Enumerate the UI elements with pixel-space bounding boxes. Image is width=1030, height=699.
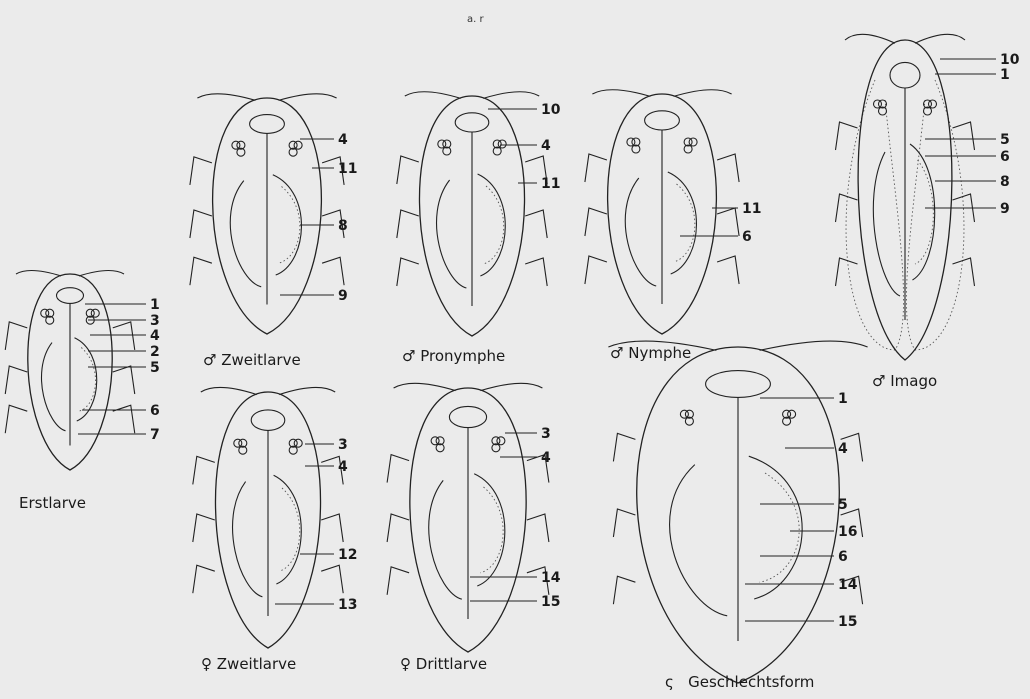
label-number: 14: [541, 570, 561, 586]
top-mark: a. r: [467, 14, 484, 25]
label-number: 5: [838, 497, 848, 513]
label-number: 4: [338, 459, 348, 475]
drawing-m-imago: [836, 34, 975, 360]
caption-sexual-form: ς Geschlechtsform: [665, 673, 814, 691]
label-number: 3: [541, 426, 551, 442]
label-number: 1: [150, 297, 160, 313]
label-number: 1: [838, 391, 848, 407]
caption-female-zweitlarve: ♀ Zweitlarve: [201, 655, 296, 673]
label-number: 16: [838, 524, 857, 540]
label-number: 4: [338, 132, 348, 148]
caption-erstlarve: Erstlarve: [19, 494, 86, 512]
label-number: 7: [150, 427, 160, 443]
caption-female-drittlarve: ♀ Drittlarve: [400, 655, 487, 673]
label-number: 15: [541, 594, 560, 610]
label-number: 6: [838, 549, 848, 565]
label-number: 8: [338, 218, 348, 234]
label-number: 9: [338, 288, 348, 304]
label-number: 12: [338, 547, 357, 563]
label-number: 3: [338, 437, 348, 453]
drawing-f-drittlarve: [387, 383, 549, 652]
drawing-m-nymphe: [585, 90, 739, 334]
label-number: 10: [541, 102, 561, 118]
label-number: 8: [1000, 174, 1010, 190]
drawing-erstlarve: [5, 271, 135, 470]
label-number: 5: [1000, 132, 1010, 148]
label-number: 10: [1000, 52, 1020, 68]
label-number: 4: [150, 328, 160, 344]
label-number: 4: [541, 450, 551, 466]
caption-male-nymphe: ♂ Nymphe: [610, 344, 691, 362]
label-number: 6: [1000, 149, 1010, 165]
label-number: 13: [338, 597, 357, 613]
label-number: 3: [150, 313, 160, 329]
label-number: 9: [1000, 201, 1010, 217]
drawing-m-pronymphe: [397, 92, 547, 336]
label-number: 6: [742, 229, 752, 245]
label-number: 1: [1000, 67, 1010, 83]
label-number: 11: [338, 161, 357, 177]
label-number: 11: [742, 201, 761, 217]
label-number: 11: [541, 176, 560, 192]
drawing-m-zweitlarve: [190, 94, 344, 334]
caption-male-imago: ♂ Imago: [872, 372, 937, 390]
label-number: 5: [150, 360, 160, 376]
label-number: 15: [838, 614, 857, 630]
caption-male-pronymphe: ♂ Pronymphe: [402, 347, 505, 365]
drawing-f-geschlechtsform: [608, 341, 867, 683]
label-number: 4: [838, 441, 848, 457]
caption-male-zweitlarve: ♂ Zweitlarve: [203, 351, 301, 369]
label-number: 6: [150, 403, 160, 419]
label-number: 14: [838, 577, 858, 593]
label-number: 4: [541, 138, 551, 154]
label-number: 2: [150, 344, 160, 360]
drawing-f-zweitlarve: [193, 387, 343, 648]
